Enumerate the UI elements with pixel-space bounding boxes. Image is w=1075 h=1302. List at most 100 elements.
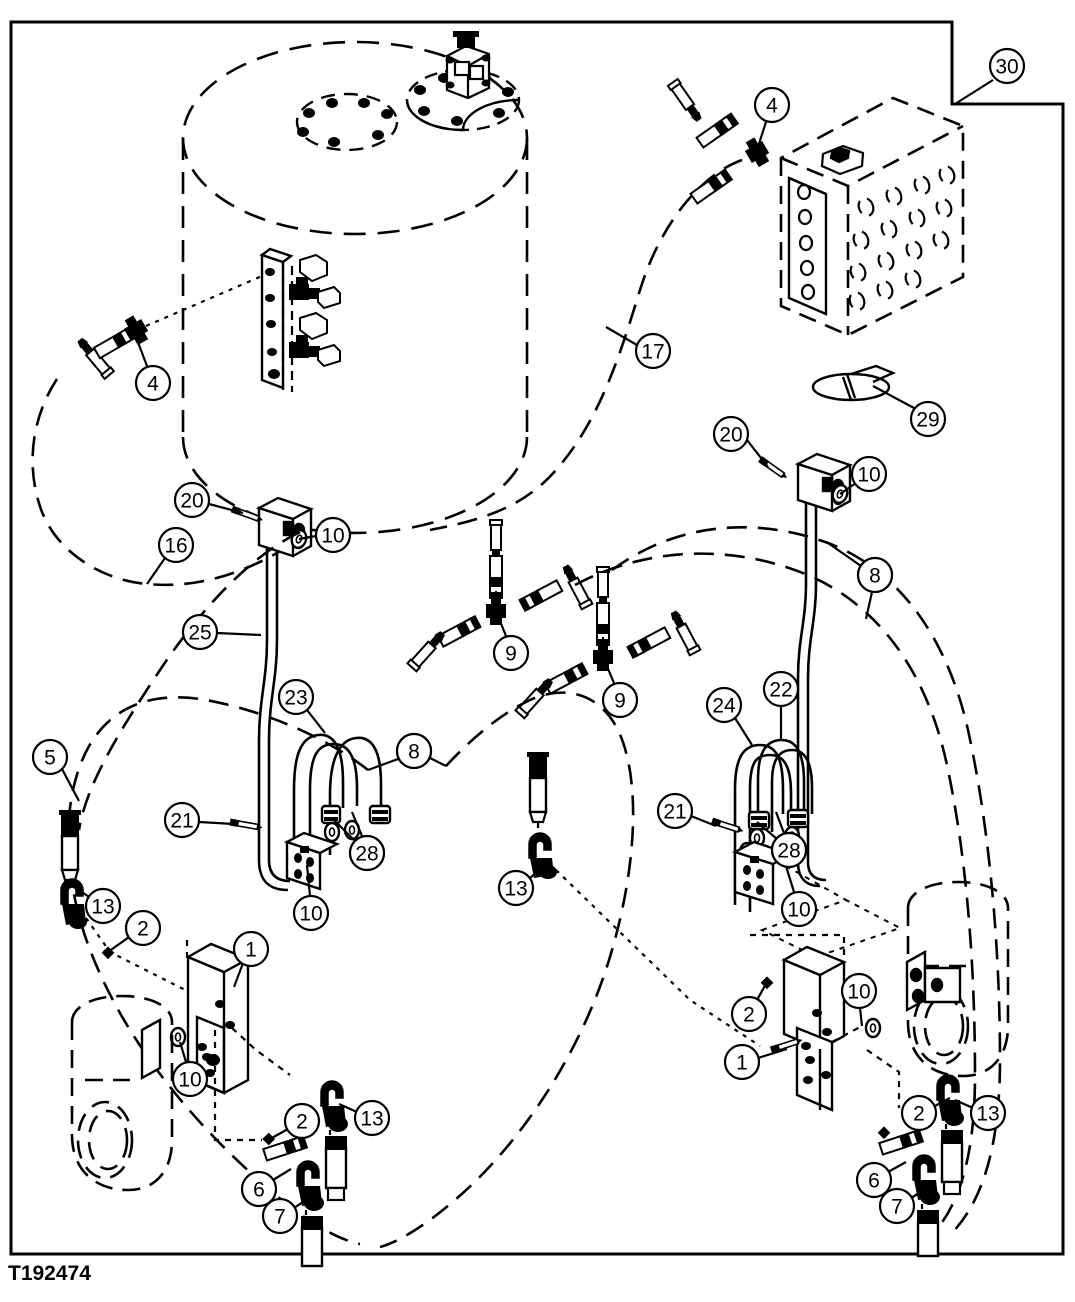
tank-filler-flange <box>405 31 521 132</box>
callout-bubble-13 <box>84 887 122 925</box>
callout-leader-8 <box>864 591 874 620</box>
callout-bubble-1 <box>232 930 270 968</box>
callout-6: 6 <box>240 1168 292 1208</box>
callout-leader-10 <box>839 482 857 495</box>
callout-leader-28 <box>774 811 786 834</box>
callout-2: 2 <box>107 909 162 953</box>
callout-leader-2 <box>269 1128 289 1140</box>
callout-bubble-29 <box>909 400 947 438</box>
callout-bubble-7 <box>261 1197 299 1235</box>
callout-leader-20 <box>746 439 769 468</box>
control-valve-30 <box>779 96 965 337</box>
callout-number-10: 10 <box>847 981 870 1004</box>
callout-number-23: 23 <box>284 687 307 710</box>
callout-leader-30 <box>954 79 994 105</box>
callout-number-20: 20 <box>719 424 742 447</box>
callout-bubble-4 <box>134 364 172 402</box>
callout-number-16: 16 <box>164 535 187 558</box>
callout-leader-8 <box>367 757 399 772</box>
callout-bubble-16 <box>157 526 195 564</box>
callout-13: 13 <box>954 1094 1007 1132</box>
coil-22-24-couplers <box>738 808 810 863</box>
hose-5-end-assembly <box>57 808 87 929</box>
callout-leader-28 <box>332 818 356 842</box>
callout-4: 4 <box>134 336 172 402</box>
dashed-link-9 <box>495 586 604 642</box>
tube-right <box>796 500 827 888</box>
callout-leader-28 <box>350 811 364 837</box>
callout-number-25: 25 <box>188 622 211 645</box>
callout-bubble-8 <box>856 556 894 594</box>
tank-top-bolt-circle-center <box>295 92 399 152</box>
callout-bubble-24 <box>705 686 743 724</box>
callout-bubble-20 <box>173 481 211 519</box>
callout-bubble-20 <box>712 415 750 453</box>
callout-number-2: 2 <box>743 1004 755 1027</box>
callout-leader-1 <box>757 1047 788 1060</box>
callout-number-13: 13 <box>504 878 527 901</box>
callout-20: 20 <box>712 415 769 468</box>
callout-number-5: 5 <box>44 747 56 770</box>
callout-bubble-23 <box>277 678 315 716</box>
callout-bubble-7 <box>878 1187 916 1225</box>
callout-23: 23 <box>277 678 326 734</box>
callout-bubble-21 <box>656 792 694 830</box>
callout-bubble-9 <box>601 681 639 719</box>
callout-leader-4 <box>755 121 768 151</box>
callout-number-8: 8 <box>408 741 420 764</box>
callout-leader-17 <box>605 326 638 346</box>
callout-number-13: 13 <box>91 896 114 919</box>
callout-leader-28 <box>756 821 778 840</box>
callout-number-6: 6 <box>868 1170 880 1193</box>
callout-bubble-10 <box>171 1060 209 1098</box>
callout-bubble-21 <box>163 801 201 839</box>
callout-leader-13 <box>338 1102 358 1114</box>
callout-number-1: 1 <box>736 1052 748 1075</box>
callout-leader-8 <box>429 757 447 767</box>
callout-number-1: 1 <box>245 939 257 962</box>
diagram-frame <box>9 20 1065 1256</box>
callout-22: 22 <box>762 670 800 740</box>
callout-leader-13 <box>529 864 546 879</box>
callout-number-10: 10 <box>321 525 344 548</box>
center-elbow-13 <box>525 750 761 1047</box>
oring-10e <box>864 1017 882 1039</box>
callout-leader-8 <box>827 542 862 567</box>
callout-10: 10 <box>171 1041 209 1098</box>
callout-8: 8 <box>856 556 894 620</box>
callout-13: 13 <box>71 884 122 925</box>
dotted-link-bracket-left <box>145 274 263 328</box>
hose-8-left <box>66 691 635 1249</box>
callout-number-22: 22 <box>769 679 792 702</box>
callout-number-13: 13 <box>976 1103 999 1126</box>
cable-tie-29 <box>811 364 897 402</box>
callout-7: 7 <box>878 1186 930 1225</box>
callout-bubble-9 <box>492 634 530 672</box>
callout-bubble-8 <box>395 732 433 770</box>
callout-number-17: 17 <box>641 341 664 364</box>
callout-2: 2 <box>730 981 768 1033</box>
callout-leader-2 <box>107 936 130 953</box>
motor-housing-left <box>70 994 174 1192</box>
callout-number-10: 10 <box>178 1069 201 1092</box>
callout-bubble-28 <box>770 831 808 869</box>
callout-16: 16 <box>146 526 195 585</box>
callout-bubble-13 <box>497 869 535 907</box>
hose-16 <box>31 378 299 587</box>
valve-block-left <box>255 496 314 558</box>
callout-20: 20 <box>173 481 244 519</box>
callout-bubble-25 <box>181 613 219 651</box>
callout-number-2: 2 <box>296 1111 308 1134</box>
callout-leader-16 <box>146 557 166 585</box>
callout-10: 10 <box>839 455 888 495</box>
callout-leader-20 <box>208 502 244 515</box>
callout-layer: 3044172920101625201088992388222452121282… <box>31 47 1026 1235</box>
callout-number-9: 9 <box>614 690 626 713</box>
hydraulic-tank-phantom <box>181 40 529 535</box>
callout-number-7: 7 <box>274 1206 286 1229</box>
callout-bubble-10 <box>850 455 888 493</box>
callout-6: 6 <box>855 1161 907 1199</box>
callout-leader-10 <box>858 1007 864 1027</box>
callout-bubble-2 <box>730 995 768 1033</box>
